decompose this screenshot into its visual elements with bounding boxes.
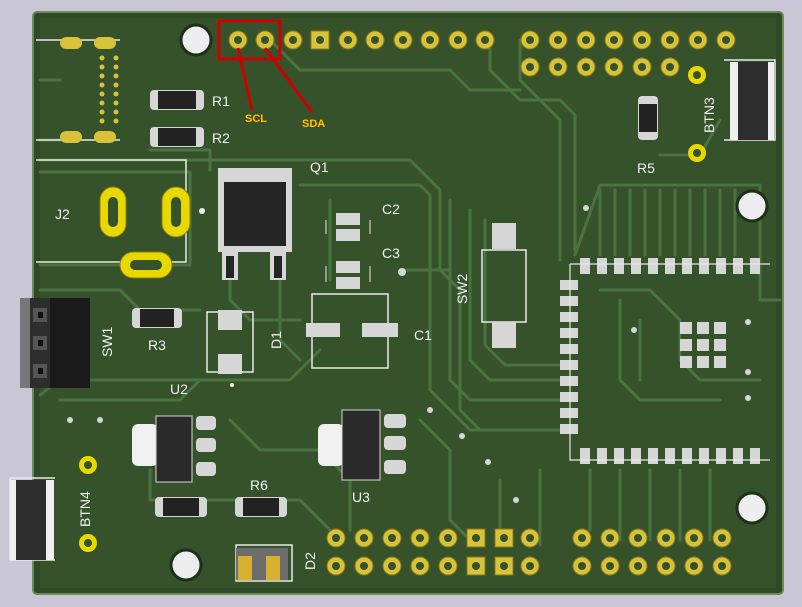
mounting-holes [169, 23, 769, 582]
label-j2: J2 [55, 206, 70, 222]
scl-arrow [236, 47, 254, 111]
scl-label: SCL [245, 113, 267, 125]
resistor-r2 [150, 127, 204, 147]
capacitor-c3 [325, 261, 371, 289]
resistor-r6 [235, 497, 287, 517]
mounting-hole-icon [179, 23, 213, 57]
label-q1: Q1 [310, 159, 329, 175]
i2c-annotation: SCL SDA [217, 19, 326, 130]
button-btn4 [10, 456, 97, 560]
label-r6: R6 [250, 477, 268, 493]
led-d2 [236, 548, 288, 580]
sda-label: SDA [302, 118, 325, 130]
label-sw1: SW1 [99, 326, 115, 357]
regulator-u2 [132, 415, 216, 483]
label-c1: C1 [414, 327, 432, 343]
capacitor-c1 [306, 323, 398, 337]
label-d2: D2 [302, 552, 318, 570]
label-r2: R2 [212, 130, 230, 146]
mounting-hole-icon [169, 548, 203, 582]
regulator-u3 [318, 409, 406, 481]
label-r1: R1 [212, 93, 230, 109]
button-btn3 [688, 62, 774, 162]
resistor-r5 [638, 96, 658, 140]
label-btn4: BTN4 [77, 491, 93, 527]
esp-module [560, 258, 760, 464]
label-btn3: BTN3 [701, 97, 717, 133]
label-u3: U3 [352, 489, 370, 505]
mounting-hole-icon [735, 189, 769, 223]
resistor-r1 [150, 90, 204, 110]
resistor-bottom-left [155, 497, 207, 517]
usb-connector [60, 37, 119, 143]
label-r3: R3 [148, 337, 166, 353]
label-r5: R5 [637, 160, 655, 176]
capacitor-c2 [325, 213, 371, 241]
sda-arrow [263, 47, 314, 113]
label-sw2: SW2 [454, 273, 470, 304]
diode-d1 [218, 310, 242, 387]
label-u2: U2 [170, 381, 188, 397]
via-icon [398, 268, 406, 276]
barrel-jack-j2 [99, 186, 205, 279]
label-d1: D1 [268, 331, 284, 349]
mosfet-q1 [218, 168, 292, 280]
silkscreen-labels: R1 R2 Q1 J2 C2 C3 C1 R3 U2 U3 R6 R5 D1 D… [55, 93, 717, 570]
switch-sw1 [20, 298, 90, 388]
mounting-hole-icon [735, 491, 769, 525]
label-c2: C2 [382, 201, 400, 217]
switch-sw2 [492, 223, 516, 348]
resistor-r3 [132, 308, 182, 328]
scl-sda-highlight-box [217, 19, 282, 61]
via-icon [67, 205, 751, 503]
label-c3: C3 [382, 245, 400, 261]
